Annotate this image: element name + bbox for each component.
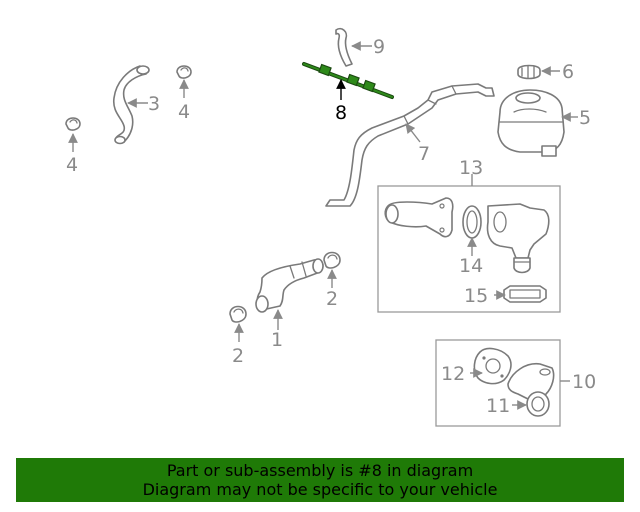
callout-5: 5 <box>579 107 591 129</box>
elbow-part-11 <box>507 362 555 417</box>
gasket-part-12 <box>473 347 512 385</box>
callout-13: 13 <box>459 157 483 179</box>
clamp-part-2-left <box>229 305 247 323</box>
reservoir-part-5 <box>497 89 565 157</box>
callout-3: 3 <box>148 93 160 115</box>
banner-line-1: Part or sub-assembly is #8 in diagram <box>166 461 474 480</box>
housing-part-13 <box>486 203 550 274</box>
box-part-10 <box>435 339 561 427</box>
clamp-part-4-left <box>65 117 81 131</box>
callout-9: 9 <box>373 36 385 58</box>
pipe-part-13 <box>384 197 454 238</box>
callout-8: 8 <box>335 102 347 124</box>
box-part-13 <box>377 185 561 313</box>
hose-part-1 <box>255 258 324 313</box>
callout-6: 6 <box>562 61 574 83</box>
callout-2-right: 2 <box>326 288 338 310</box>
callout-2-left: 2 <box>232 345 244 367</box>
callout-1: 1 <box>271 329 283 351</box>
clamp-part-2-right <box>323 251 341 269</box>
callout-11: 11 <box>486 395 510 417</box>
notice-banner: Part or sub-assembly is #8 in diagram Di… <box>16 458 624 502</box>
tube-part-9 <box>335 27 353 67</box>
seal-part-15 <box>503 285 547 303</box>
clamp-part-4-right <box>176 65 192 79</box>
callout-14: 14 <box>459 255 483 277</box>
callout-7: 7 <box>418 143 430 165</box>
callout-10: 10 <box>572 371 596 393</box>
callout-12: 12 <box>441 363 465 385</box>
cap-part-6 <box>517 64 541 80</box>
leader-lines <box>68 41 578 410</box>
hose-part-3 <box>112 65 150 145</box>
callout-4-left: 4 <box>66 154 78 176</box>
gasket-part-14 <box>462 205 482 239</box>
banner-line-2: Diagram may not be specific to your vehi… <box>142 480 498 499</box>
callout-4-right: 4 <box>178 101 190 123</box>
callout-15: 15 <box>464 285 488 307</box>
pipe-part-7 <box>325 83 495 207</box>
rail-part-8-highlighted <box>302 62 394 99</box>
